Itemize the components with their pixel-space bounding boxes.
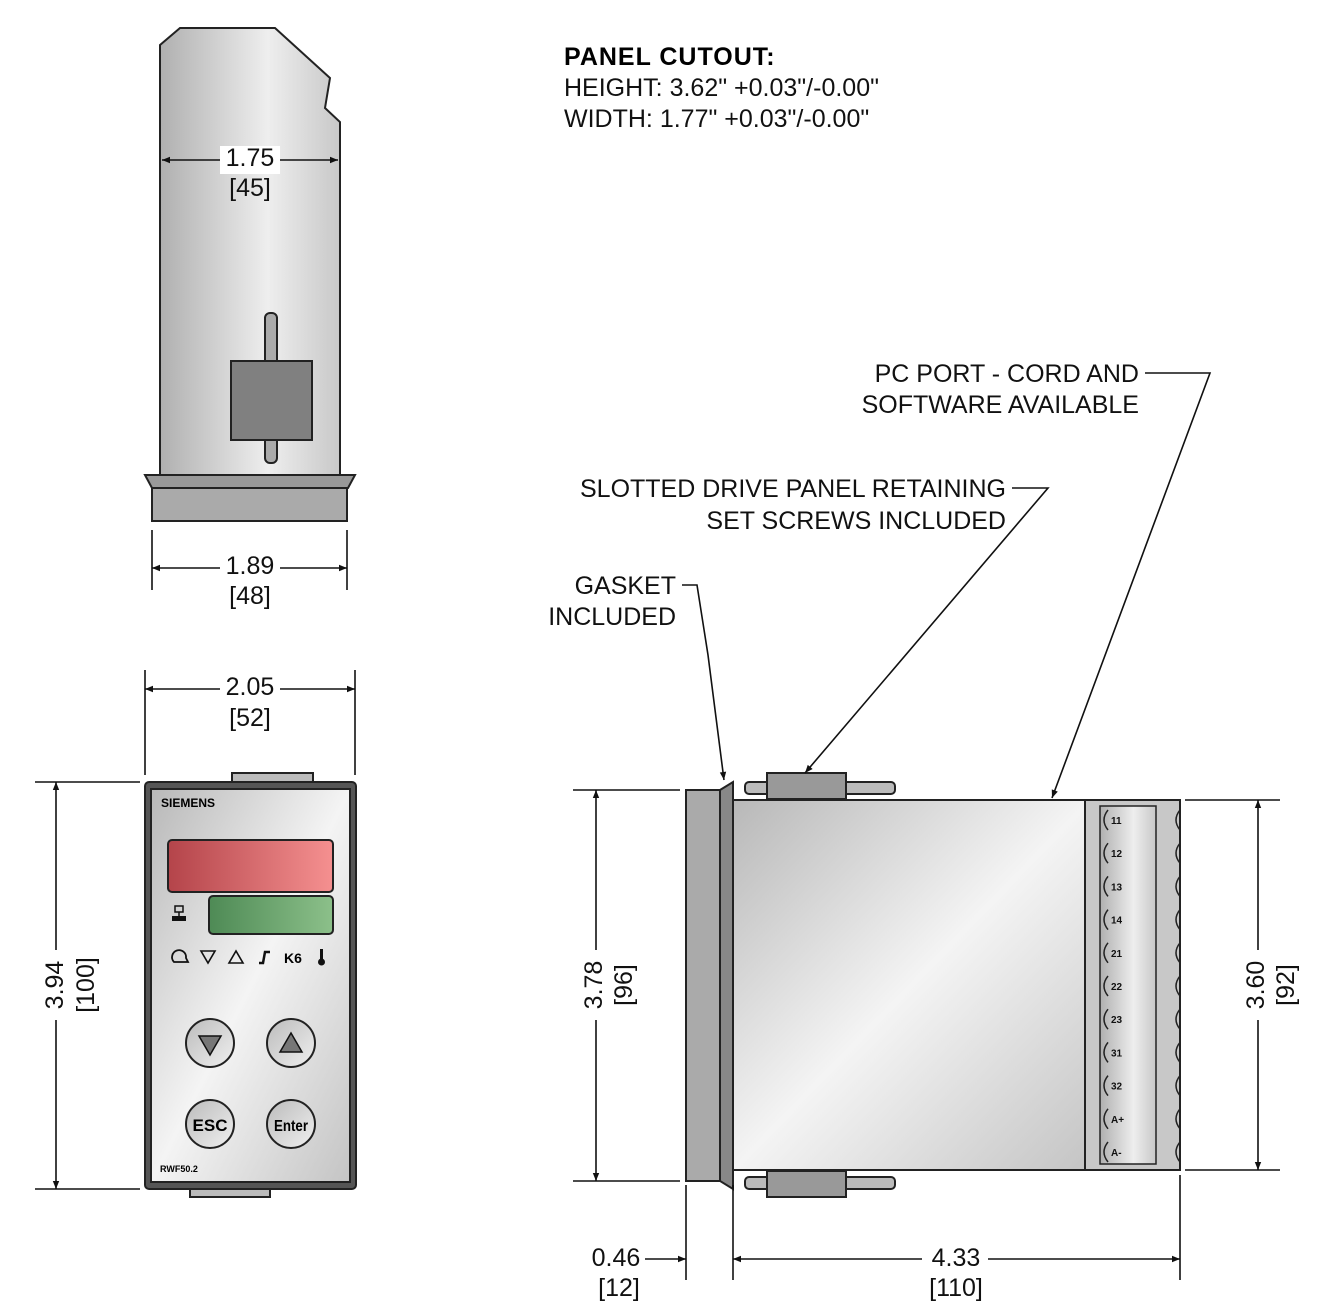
dim-side-body-height: 3.60 xyxy=(1242,961,1270,1010)
step-icon xyxy=(259,950,270,965)
bottom-set-screw xyxy=(766,1170,847,1198)
dim-top-depth: 1.75 xyxy=(226,144,275,172)
terminal-screw-icon xyxy=(1103,909,1109,931)
dim-front-width: 2.05 xyxy=(226,673,275,701)
callouts: PC PORT - CORD AND SOFTWARE AVAILABLE SL… xyxy=(548,360,1212,799)
callout-pc-port-1: PC PORT - CORD AND xyxy=(875,360,1139,388)
terminal-label: 23 xyxy=(1111,1015,1123,1026)
esc-label: ESC xyxy=(193,1116,228,1135)
panel-cutout-height: HEIGHT: 3.62" +0.03"/-0.00" xyxy=(564,74,879,102)
panel-cutout-notes: PANEL CUTOUT: HEIGHT: 3.62" +0.03"/-0.00… xyxy=(564,43,879,133)
terminal-screw-icon xyxy=(1103,842,1109,864)
terminal-screw-icon xyxy=(1103,1075,1109,1097)
terminal-edge xyxy=(1175,942,1181,964)
upper-display xyxy=(167,839,334,893)
brand-logo: SIEMENS xyxy=(161,796,215,810)
dim-bezel-depth: 0.46 xyxy=(592,1244,641,1272)
front-view: 2.05 [52] SIEMENS K6 ESC Enter RWF50.2 3… xyxy=(35,670,357,1198)
housing xyxy=(732,799,1091,1171)
terminal-screw-icon xyxy=(1103,942,1109,964)
terminal-edge xyxy=(1175,975,1181,997)
dim-top-depth-mm: [45] xyxy=(229,174,271,202)
lower-display xyxy=(208,895,334,935)
terminal-edge xyxy=(1175,842,1181,864)
esc-button[interactable]: ESC xyxy=(185,1099,235,1149)
panel-cutout-title: PANEL CUTOUT: xyxy=(564,43,776,71)
up-indicator-icon xyxy=(227,949,245,964)
network-icon xyxy=(172,905,186,921)
down-button[interactable] xyxy=(185,1018,235,1068)
callout-gasket-2: INCLUDED xyxy=(548,603,676,631)
terminal-label: A+ xyxy=(1111,1115,1124,1126)
top-view: 1.75 [45] 1.89 [48] xyxy=(143,27,357,610)
dim-top-bezel-mm: [48] xyxy=(229,582,271,610)
callout-pc-port-2: SOFTWARE AVAILABLE xyxy=(862,391,1139,419)
enter-label: Enter xyxy=(274,1118,308,1135)
terminal-edge xyxy=(1175,1008,1181,1030)
screw-block xyxy=(230,360,313,441)
thermometer-icon xyxy=(318,949,325,966)
callout-set-screws-1: SLOTTED DRIVE PANEL RETAINING xyxy=(580,475,1006,503)
terminal-screw-icon xyxy=(1103,975,1109,997)
dim-side-body-height-mm: [92] xyxy=(1272,964,1300,1006)
terminal-screw-icon xyxy=(1103,1141,1109,1163)
terminal-edge xyxy=(1175,1041,1181,1063)
dim-front-height: 3.94 xyxy=(41,961,69,1010)
dim-bezel-depth-mm: [12] xyxy=(598,1274,640,1302)
terminal-label: A- xyxy=(1111,1148,1122,1159)
down-indicator-icon xyxy=(199,950,217,965)
terminal-screw-icon xyxy=(1103,875,1109,897)
terminal-label: 32 xyxy=(1111,1082,1123,1093)
terminal-label: 11 xyxy=(1111,816,1122,827)
callout-gasket-1: GASKET xyxy=(575,572,676,600)
dim-front-width-mm: [52] xyxy=(229,704,271,732)
terminal-label: 13 xyxy=(1111,882,1123,893)
terminal-edge xyxy=(1175,1108,1181,1130)
dim-body-depth: 4.33 xyxy=(932,1244,981,1272)
terminal-label: 22 xyxy=(1111,982,1123,993)
terminal-edge xyxy=(1175,909,1181,931)
terminal-label: 14 xyxy=(1111,916,1123,927)
terminal-label: 12 xyxy=(1111,849,1123,860)
panel-cutout-width: WIDTH: 1.77" +0.03"/-0.00" xyxy=(564,105,869,133)
terminal-screw-icon xyxy=(1103,1041,1109,1063)
dim-body-depth-mm: [110] xyxy=(929,1274,983,1302)
terminal-label: 21 xyxy=(1111,949,1123,960)
dim-side-bezel-height: 3.78 xyxy=(580,961,608,1010)
terminal-screw-icon xyxy=(1103,1108,1109,1130)
gasket xyxy=(685,789,721,1182)
dim-front-height-mm: [100] xyxy=(72,957,100,1013)
dim-top-bezel: 1.89 xyxy=(226,552,275,580)
top-set-screw xyxy=(766,772,847,800)
terminal-edge xyxy=(1175,875,1181,897)
terminal-screw-icon xyxy=(1103,1008,1109,1030)
model-label: RWF50.2 xyxy=(160,1164,198,1174)
k6-label: K6 xyxy=(284,950,302,966)
ramp-icon xyxy=(171,949,190,963)
enter-button[interactable]: Enter xyxy=(266,1099,316,1149)
callout-set-screws-2: SET SCREWS INCLUDED xyxy=(706,507,1006,535)
terminal-screw-icon xyxy=(1103,809,1109,831)
side-view: 11 12 13 14 21 22 23 31 32A+ A- 3.78 [96] 3.60 [9… xyxy=(573,772,1300,1302)
dim-side-bezel-height-mm: [96] xyxy=(610,964,638,1006)
terminal-label: 31 xyxy=(1111,1048,1123,1059)
terminal-edge xyxy=(1175,1141,1181,1163)
up-button[interactable] xyxy=(266,1018,316,1068)
terminal-edge xyxy=(1175,809,1181,831)
terminal-edge xyxy=(1175,1075,1181,1097)
